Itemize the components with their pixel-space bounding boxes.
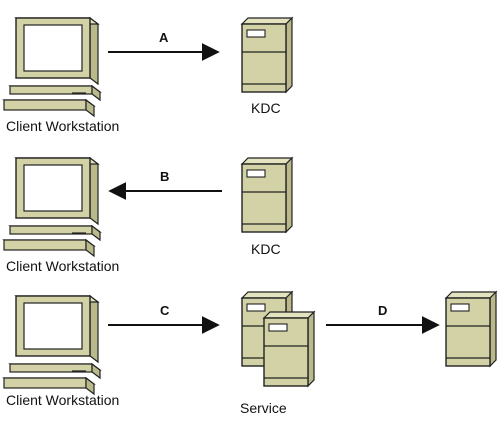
client-workstation-label: Client Workstation <box>6 258 119 274</box>
kdc-server-icon <box>241 157 293 233</box>
service-label: Service <box>240 400 287 416</box>
kdc-label: KDC <box>251 100 281 116</box>
arrow-c-label: C <box>160 303 170 318</box>
kdc-server-icon <box>241 17 293 93</box>
target-server-icon <box>445 291 497 367</box>
service-server-front-icon <box>263 311 315 387</box>
client-workstation-icon <box>3 17 101 117</box>
client-workstation-label: Client Workstation <box>6 118 119 134</box>
arrow-b-label: B <box>160 169 169 184</box>
client-workstation-icon <box>3 157 101 257</box>
arrow-a-label: A <box>159 30 169 45</box>
kdc-label: KDC <box>251 241 281 257</box>
client-workstation-label: Client Workstation <box>6 392 119 408</box>
arrow-d-label: D <box>378 303 387 318</box>
client-workstation-icon <box>3 295 101 395</box>
